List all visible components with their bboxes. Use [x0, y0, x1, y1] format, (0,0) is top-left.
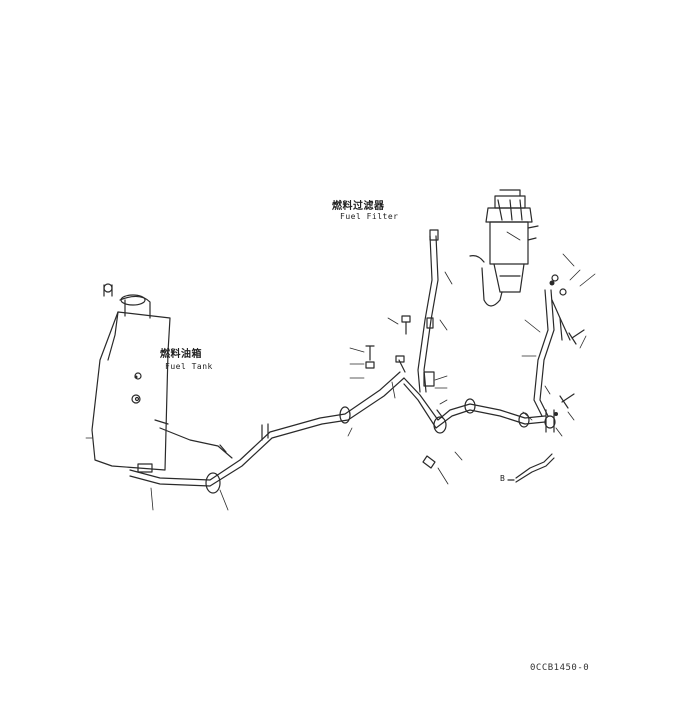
- hose-end-fitting: [137, 463, 153, 473]
- fuel-tank: [91, 283, 171, 471]
- leader-lines: [85, 231, 596, 511]
- view-b-marker: B: [500, 474, 506, 483]
- fuel-tank-label-en: Fuel Tank: [165, 362, 213, 371]
- filter-supply-line: [417, 229, 439, 393]
- fuel-filter: [469, 189, 539, 307]
- fuel-filter-label-cn: 燃料过滤器: [332, 201, 385, 212]
- view-b-detail: [507, 453, 555, 483]
- tank-fittings: [131, 372, 169, 425]
- fuel-filter-label-en: Fuel Filter: [340, 212, 399, 221]
- return-fuel-line: [159, 427, 233, 459]
- part-code: 0CCB1450-0: [530, 663, 590, 673]
- fuel-tank-label-cn: 燃料油箱: [160, 349, 202, 360]
- hose-clamps: [205, 398, 530, 494]
- injection-lines: [533, 289, 571, 433]
- main-fuel-hose: [129, 371, 546, 487]
- bolts: [365, 274, 585, 469]
